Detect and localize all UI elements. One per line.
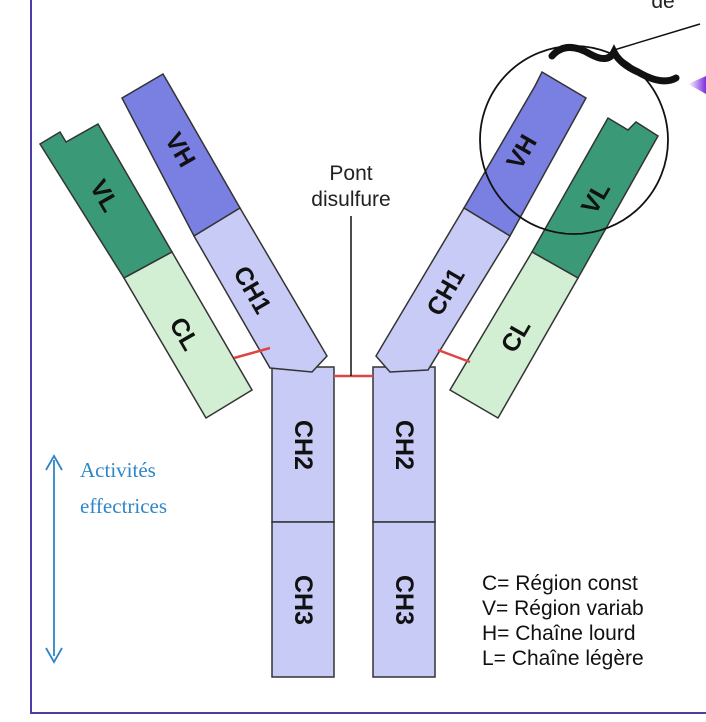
legend-line-c: C= Région const <box>482 572 638 595</box>
right-ch2-label: CH2 <box>390 420 418 470</box>
curly-brace <box>548 44 680 85</box>
arrow-up-icon <box>45 454 63 471</box>
right-ch3-domain <box>372 521 436 678</box>
pont-label-line2: disulfure <box>311 188 390 211</box>
right-cl-domain <box>448 250 580 420</box>
top-pointer-line <box>613 23 701 51</box>
arrow-down-icon <box>45 647 63 664</box>
left-ch3-domain <box>271 521 335 678</box>
right-disulfide-bridge <box>437 348 471 364</box>
right-heavy-chain-fc: CH2 CH3 <box>372 366 436 678</box>
legend: C= Région const V= Région variab H= Chaî… <box>482 572 644 670</box>
legend-line-h: H= Chaîne lourd <box>482 622 636 645</box>
left-ch3-label: CH3 <box>289 575 317 625</box>
left-cl-domain <box>122 250 254 420</box>
legend-line-v: V= Région variab <box>482 597 644 620</box>
right-ch3-label: CH3 <box>390 575 418 625</box>
left-light-chain: VL CL <box>38 122 254 420</box>
left-ch2-label: CH2 <box>289 420 317 470</box>
legend-line-l: L= Chaîne légère <box>482 647 644 670</box>
activites-label-line2: effectrices <box>80 494 167 518</box>
right-light-chain: VL CL <box>448 116 660 420</box>
frame-border <box>30 0 706 714</box>
purple-arrow-icon <box>688 76 706 94</box>
activites-label-line1: Activités <box>80 458 156 482</box>
effector-activity-arrow <box>45 454 63 664</box>
left-heavy-chain-arm: VH CH1 <box>121 72 328 373</box>
left-heavy-chain-fc: CH2 CH3 <box>271 366 335 678</box>
pont-label-line1: Pont <box>329 162 372 185</box>
right-heavy-chain-arm: VH CH1 <box>375 70 588 373</box>
left-ch1-domain <box>192 206 328 373</box>
top-label: de <box>651 0 674 13</box>
left-disulfide-bridge <box>233 346 271 360</box>
right-ch1-domain <box>375 206 512 373</box>
left-vh-domain <box>121 72 242 238</box>
